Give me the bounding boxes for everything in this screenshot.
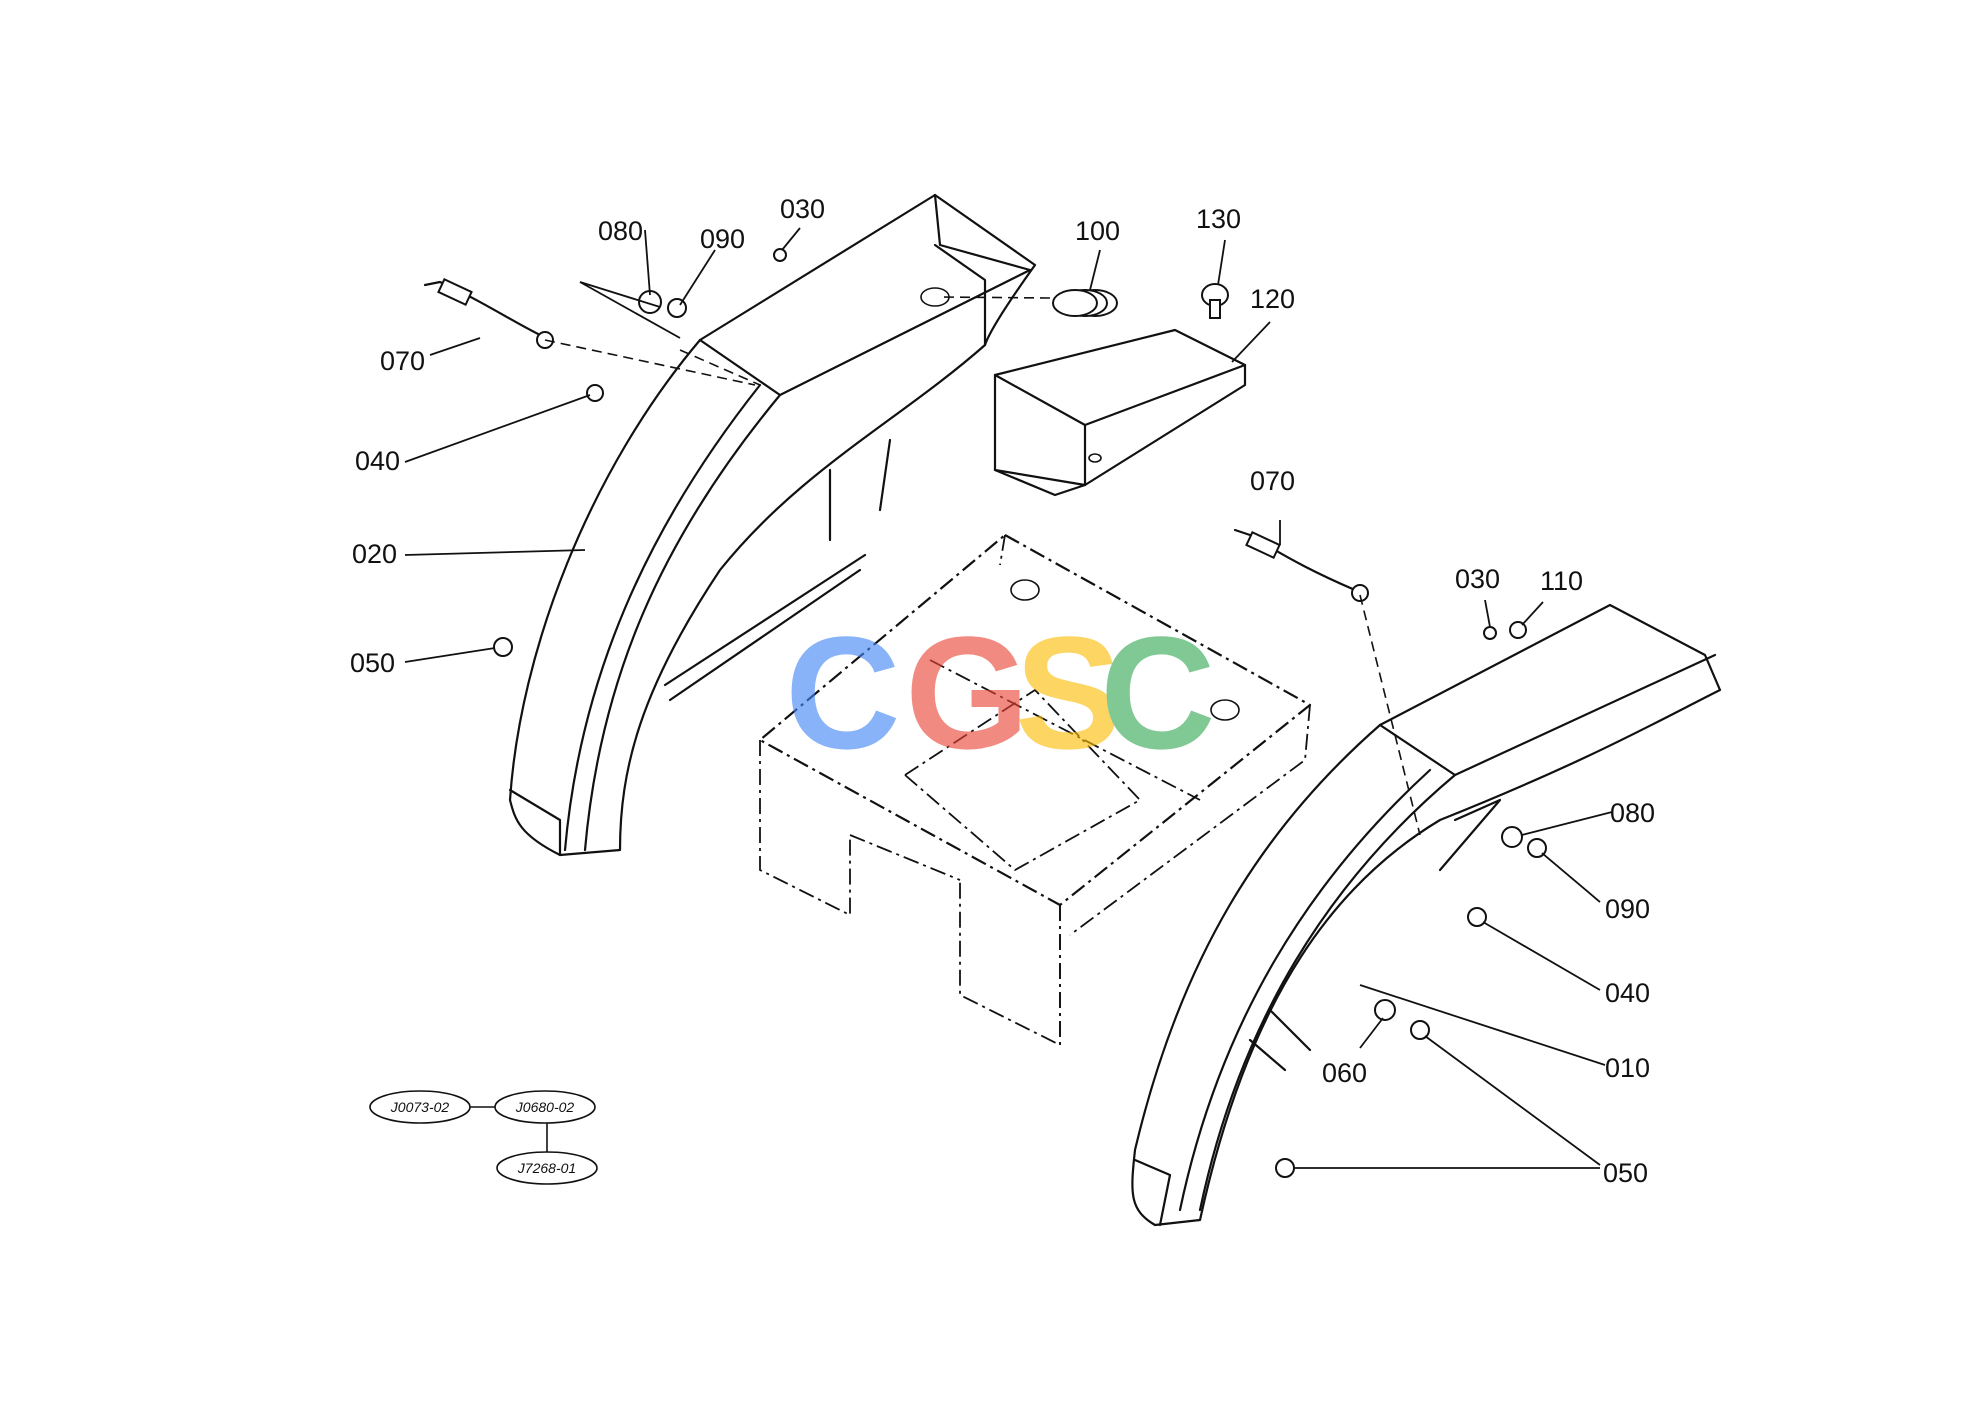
callout-090-right: 090 (1605, 894, 1650, 924)
ref-label-2: J0680-02 (515, 1099, 575, 1115)
callout-050-left: 050 (350, 648, 395, 678)
callout-030-right: 030 (1455, 564, 1500, 594)
callout-060: 060 (1322, 1058, 1367, 1088)
bolt-030-right (1483, 626, 1497, 640)
leader-lines (404, 227, 1613, 1169)
callout-040-right: 040 (1605, 978, 1650, 1008)
callout-080-left: 080 (598, 216, 643, 246)
callout-050-right: 050 (1603, 1158, 1648, 1188)
washer-060 (1374, 999, 1396, 1021)
callout-110: 110 (1540, 566, 1583, 596)
clip-040-right (1467, 907, 1487, 927)
grab-handle-070-left (423, 277, 554, 349)
ref-label-1: J0073-02 (390, 1099, 450, 1115)
nut-090-left (667, 298, 687, 318)
watermark-letter-2: G (905, 603, 1029, 782)
nut-090-right (1527, 838, 1547, 858)
seat-120 (993, 328, 1247, 497)
callout-020: 020 (352, 539, 397, 569)
callout-090-left: 090 (700, 224, 745, 254)
callout-070-right: 070 (1250, 466, 1295, 496)
watermark-letter-3: S (1015, 603, 1122, 782)
plug-100 (1052, 289, 1118, 317)
watermark: C G S C (785, 603, 1216, 782)
callout-010: 010 (1605, 1053, 1650, 1083)
callout-labels: 070 080 090 030 100 130 120 040 020 050 … (350, 194, 1655, 1188)
reference-ids: J0073-02 J0680-02 J7268-01 (369, 1090, 598, 1185)
knob-130 (1201, 283, 1229, 319)
callout-070-left: 070 (380, 346, 425, 376)
callout-130: 130 (1196, 204, 1241, 234)
callout-120: 120 (1250, 284, 1295, 314)
bolt-050-right-b (1275, 1158, 1295, 1178)
watermark-letter-4: C (1100, 603, 1216, 782)
washer-080-right (1501, 826, 1523, 848)
floor-platform-010 (758, 533, 1312, 1047)
left-fender-020 (508, 193, 1037, 857)
grab-handle-070-right (1233, 528, 1369, 602)
callout-030-left: 030 (780, 194, 825, 224)
bolt-050-right-a (1410, 1020, 1430, 1040)
callout-040-left: 040 (355, 446, 400, 476)
bolt-050-left (493, 637, 513, 657)
ref-label-3: J7268-01 (517, 1160, 576, 1176)
bolt-030-left (773, 248, 787, 262)
callout-100: 100 (1075, 216, 1120, 246)
right-fender (1131, 603, 1722, 1227)
watermark-letter-1: C (785, 603, 901, 782)
clip-040-left (586, 384, 604, 402)
clip-110 (1509, 621, 1527, 639)
callout-080-right: 080 (1610, 798, 1655, 828)
